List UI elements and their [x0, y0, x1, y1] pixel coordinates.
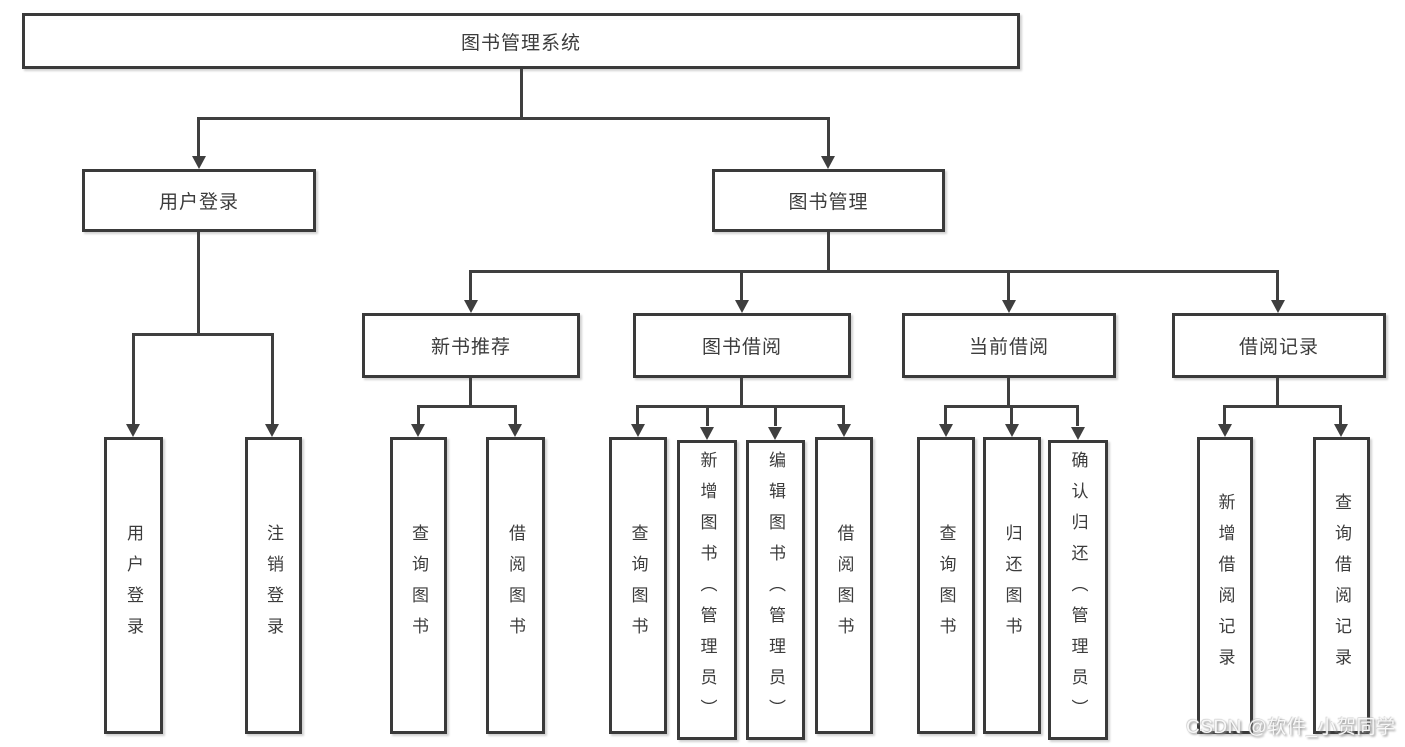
arrow-down-icon [1218, 424, 1232, 437]
leaf-confirm-return-admin: 确认归还（管理员） [1048, 440, 1108, 740]
arrow-down-icon [700, 427, 714, 440]
connector-line [1276, 378, 1279, 407]
connector-line [197, 117, 200, 159]
node-label: 当前借阅 [968, 337, 1049, 358]
connector-line [706, 405, 709, 426]
node-label: 借阅图书 [834, 523, 854, 648]
node-label: 查询图书 [409, 523, 428, 648]
connector-line [636, 405, 845, 408]
connector-line [1076, 405, 1079, 426]
arrow-down-icon [508, 424, 522, 437]
connector-line [944, 405, 947, 426]
arrow-down-icon [1271, 300, 1285, 313]
connector-line [1007, 270, 1010, 302]
node-label: 归还图书 [1002, 523, 1022, 648]
arrow-down-icon [126, 424, 140, 437]
connector-line [1223, 405, 1226, 426]
node-user-login: 用户登录 [82, 169, 316, 232]
node-label: 新增借阅记录 [1215, 492, 1235, 679]
connector-line [514, 405, 517, 426]
connector-line [197, 117, 830, 120]
node-label: 新书推荐 [430, 337, 511, 358]
connector-line [132, 333, 274, 336]
arrow-down-icon [464, 300, 478, 313]
connector-line [827, 117, 830, 159]
node-label: 图书管理系统 [460, 32, 581, 54]
node-label: 图书管理 [788, 192, 869, 213]
csdn-watermark: CSDN @软件_小贺同学 [1186, 717, 1396, 738]
arrow-down-icon [837, 424, 851, 437]
connector-line [842, 405, 845, 426]
leaf-query-borrow-record: 查询借阅记录 [1313, 437, 1370, 734]
leaf-query-books-borrow: 查询图书 [609, 437, 667, 734]
connector-line [469, 270, 472, 302]
leaf-edit-book-admin: 编辑图书（管理员） [746, 440, 805, 740]
connector-line [132, 333, 135, 426]
node-label: 查询图书 [936, 523, 956, 648]
connector-line [636, 405, 639, 426]
node-current-borrow: 当前借阅 [902, 313, 1116, 378]
node-label: 借阅图书 [506, 523, 525, 648]
connector-line [1223, 405, 1341, 408]
node-book-borrow: 图书借阅 [633, 313, 851, 378]
node-label: 新增图书（管理员） [697, 450, 717, 730]
arrow-down-icon [735, 300, 749, 313]
leaf-borrow-books-recommend: 借阅图书 [486, 437, 545, 734]
connector-line [740, 378, 743, 407]
arrow-down-icon [1334, 424, 1348, 437]
leaf-query-books-current: 查询图书 [917, 437, 975, 734]
connector-line [1276, 270, 1279, 302]
connector-line [417, 405, 517, 408]
node-label: 查询借阅记录 [1332, 492, 1351, 679]
arrow-down-icon [1071, 427, 1085, 440]
node-label: 查询图书 [628, 523, 648, 648]
node-book-management: 图书管理 [712, 169, 945, 232]
node-label: 确认归还（管理员） [1068, 450, 1088, 730]
arrow-down-icon [1002, 300, 1016, 313]
node-label: 用户登录 [124, 523, 143, 648]
connector-line [520, 69, 523, 117]
arrow-down-icon [768, 427, 782, 440]
arrow-down-icon [821, 156, 835, 169]
arrow-down-icon [939, 424, 953, 437]
connector-line [197, 232, 200, 335]
arrow-down-icon [265, 424, 279, 437]
node-library-management-system: 图书管理系统 [22, 13, 1020, 69]
connector-line [774, 405, 777, 426]
node-new-book-recommend: 新书推荐 [362, 313, 580, 378]
node-label: 图书借阅 [701, 337, 782, 358]
connector-line [1010, 405, 1013, 426]
arrow-down-icon [631, 424, 645, 437]
arrow-down-icon [411, 424, 425, 437]
leaf-borrow-books: 借阅图书 [815, 437, 873, 734]
node-borrow-records: 借阅记录 [1172, 313, 1386, 378]
leaf-logout: 注销登录 [245, 437, 302, 734]
connector-line [469, 270, 1279, 273]
leaf-add-book-admin: 新增图书（管理员） [677, 440, 737, 740]
node-label: 注销登录 [264, 523, 283, 648]
connector-line [740, 270, 743, 302]
connector-line [271, 333, 274, 426]
leaf-query-books-recommend: 查询图书 [390, 437, 447, 734]
node-label: 借阅记录 [1238, 337, 1319, 358]
leaf-user-login: 用户登录 [104, 437, 163, 734]
connector-line [1339, 405, 1342, 426]
arrow-down-icon [192, 156, 206, 169]
connector-line [1007, 378, 1010, 407]
connector-line [417, 405, 420, 426]
leaf-return-books: 归还图书 [983, 437, 1041, 734]
connector-line [827, 232, 830, 272]
node-label: 编辑图书（管理员） [766, 450, 785, 730]
leaf-add-borrow-record: 新增借阅记录 [1197, 437, 1253, 734]
node-label: 用户登录 [158, 192, 239, 213]
connector-line [469, 378, 472, 407]
arrow-down-icon [1005, 424, 1019, 437]
